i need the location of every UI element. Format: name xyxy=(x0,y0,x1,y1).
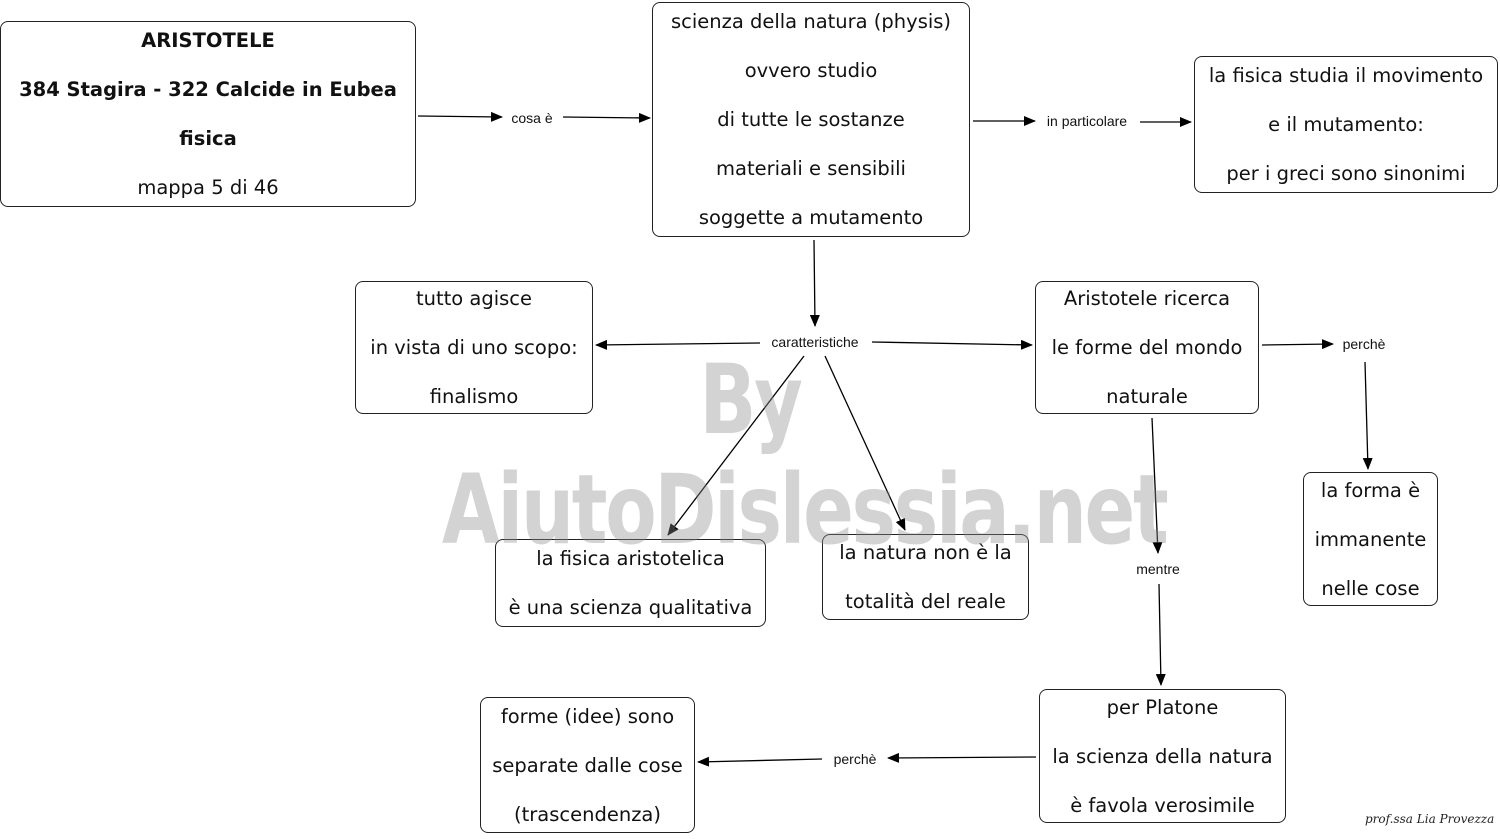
edge-caratteristiche-to-natura xyxy=(824,355,906,531)
edge-aristotele-to-cosa-e xyxy=(417,111,503,122)
link-label-in-particolare: in particolare xyxy=(1042,113,1132,129)
node-line: la scienza della natura xyxy=(1052,744,1273,768)
edge-platone-to-perche xyxy=(887,752,1037,763)
node-line: forme (idee) sono xyxy=(500,704,675,728)
node-line: è una scienza qualitativa xyxy=(508,596,753,619)
edge-forme-mondo-to-mentre xyxy=(1151,417,1163,554)
edge-forme-mondo-to-perche xyxy=(1261,339,1334,350)
node-line: la forma è xyxy=(1320,478,1421,502)
node-line: per i greci sono sinonimi xyxy=(1226,162,1466,185)
node-line: finalismo xyxy=(429,385,519,408)
node-line: materiali e sensibili xyxy=(716,157,906,180)
node-fisica-movimento: la fisica studia il movimento e il mutam… xyxy=(1194,56,1498,193)
node-line: in vista di uno scopo: xyxy=(370,336,578,359)
edge-perche-to-forme-idee xyxy=(697,756,823,767)
author-signature: prof.ssa Lia Provezza xyxy=(1365,812,1495,826)
node-forme-idee: forme (idee) sono separate dalle cose (t… xyxy=(480,697,695,833)
edge-perche-to-forma-immanente xyxy=(1362,361,1373,470)
link-label-perche-forme: perchè xyxy=(1338,336,1390,352)
link-label-cosa-e: cosa è xyxy=(507,110,557,126)
node-line: naturale xyxy=(1106,385,1188,408)
edge-scienza-to-caratteristiche xyxy=(809,239,820,327)
edge-cosa-e-to-scienza xyxy=(562,112,651,123)
node-aristotele-dates: 384 Stagira - 322 Calcide in Eubea xyxy=(19,78,397,101)
node-line: tutto agisce xyxy=(415,287,533,310)
node-line: la natura non è la xyxy=(839,541,1012,564)
node-line: la fisica studia il movimento xyxy=(1208,64,1484,87)
node-aristotele: ARISTOTELE 384 Stagira - 322 Calcide in … xyxy=(0,21,416,207)
link-label-caratteristiche: caratteristiche xyxy=(767,334,863,350)
node-line: ovvero studio xyxy=(744,59,878,82)
node-natura-totalita: la natura non è la totalità del reale xyxy=(822,534,1029,620)
node-line: Aristotele ricerca xyxy=(1063,287,1231,310)
node-line: la fisica aristotelica xyxy=(536,547,725,570)
node-aristotele-title: ARISTOTELE xyxy=(141,29,275,52)
edge-mentre-to-platone xyxy=(1155,583,1166,686)
node-line: per Platone xyxy=(1106,695,1219,719)
node-platone: per Platone la scienza della natura è fa… xyxy=(1039,689,1286,823)
node-forme-mondo: Aristotele ricerca le forme del mondo na… xyxy=(1035,281,1259,414)
node-line: immanente xyxy=(1314,527,1427,551)
node-aristotele-map: mappa 5 di 46 xyxy=(137,176,279,199)
node-line: soggette a mutamento xyxy=(698,206,924,229)
node-line: e il mutamento: xyxy=(1268,113,1424,136)
link-label-mentre: mentre xyxy=(1132,561,1184,577)
node-aristotele-topic: fisica xyxy=(179,127,237,150)
node-line: totalità del reale xyxy=(845,590,1006,613)
link-label-perche-platone: perchè xyxy=(829,751,881,767)
edge-caratteristiche-to-forme-mondo xyxy=(871,339,1033,350)
node-line: separate dalle cose xyxy=(492,753,683,777)
node-scienza-natura: scienza della natura (physis) ovvero stu… xyxy=(652,2,970,237)
node-line: le forme del mondo xyxy=(1051,336,1243,359)
node-line: è favola verosimile xyxy=(1070,793,1255,817)
node-line: (trascendenza) xyxy=(514,802,661,826)
edge-caratteristiche-to-qualitativa xyxy=(667,355,805,536)
node-forma-immanente: la forma è immanente nelle cose xyxy=(1303,472,1438,606)
node-line: nelle cose xyxy=(1321,576,1420,600)
node-line: di tutte le sostanze xyxy=(717,108,905,131)
node-line: scienza della natura (physis) xyxy=(670,10,952,33)
node-finalismo: tutto agisce in vista di uno scopo: fina… xyxy=(355,281,593,414)
edge-caratteristiche-to-finalismo xyxy=(595,339,761,350)
node-qualitativa: la fisica aristotelica è una scienza qua… xyxy=(495,539,766,627)
